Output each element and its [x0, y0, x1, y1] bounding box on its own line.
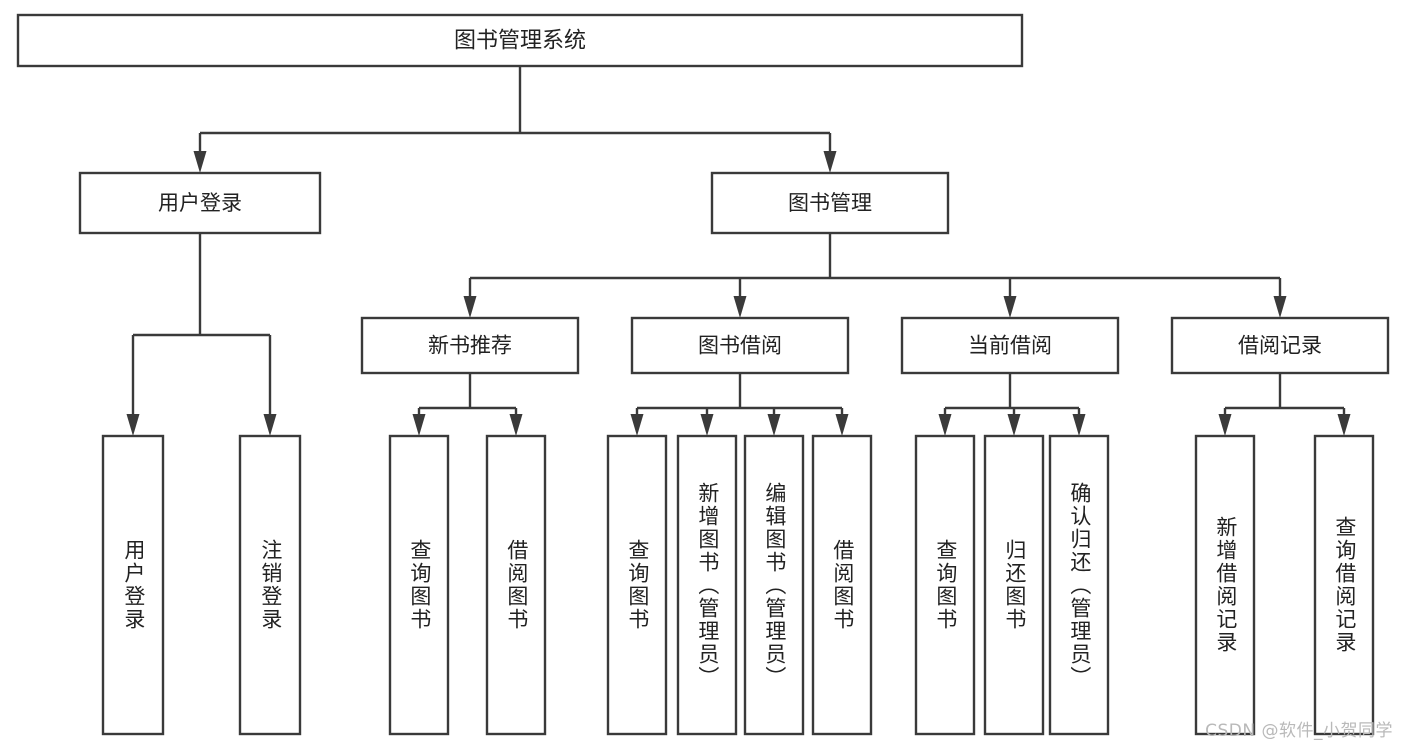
connector-borrow-record [1218, 373, 1351, 436]
node-box-leaf-borrow-book-1[interactable] [485, 434, 547, 736]
connector-arrowhead [1218, 414, 1232, 436]
connector-arrowhead [835, 414, 849, 436]
node-box-book-borrow[interactable] [630, 316, 850, 375]
node-label-book-management: 图书管理 [788, 191, 872, 215]
connector-arrowhead [126, 414, 140, 436]
node-box-leaf-query-book-1[interactable] [388, 434, 450, 736]
connector-arrowhead [1007, 414, 1021, 436]
connector-arrowhead [509, 414, 523, 436]
connector-arrowhead [938, 414, 952, 436]
node-box-leaf-confirm-return-admin[interactable] [1048, 434, 1110, 736]
connector-arrowhead [630, 414, 644, 436]
connector-arrowhead [1273, 296, 1287, 318]
connector-arrowhead [193, 151, 207, 173]
node-box-book-management[interactable] [710, 171, 950, 235]
node-box-leaf-add-book-admin[interactable] [676, 434, 738, 736]
connector-user-login [126, 233, 277, 436]
node-label-root: 图书管理系统 [454, 29, 586, 54]
node-label-user-login: 用户登录 [158, 191, 242, 215]
connector-new-book-recommend [412, 373, 523, 436]
node-box-leaf-add-borrow-record[interactable] [1194, 434, 1256, 736]
node-box-borrow-record[interactable] [1170, 316, 1390, 375]
node-label-borrow-record: 借阅记录 [1238, 334, 1322, 358]
connector-arrowhead [412, 414, 426, 436]
connector-arrowhead [733, 296, 747, 318]
node-box-leaf-return-book[interactable] [983, 434, 1045, 736]
node-box-leaf-query-book-2[interactable] [606, 434, 668, 736]
node-box-user-login[interactable] [78, 171, 322, 235]
connector-arrowhead [767, 414, 781, 436]
connector-book-management [463, 233, 1287, 318]
connector-book-borrow [630, 373, 849, 436]
node-box-root[interactable] [16, 13, 1024, 68]
node-boxes-layer [16, 13, 1390, 736]
connector-root [193, 66, 837, 173]
csdn-watermark: CSDN @软件_小贺同学 [1205, 721, 1393, 741]
node-box-new-book-recommend[interactable] [360, 316, 580, 375]
node-label-book-borrow: 图书借阅 [698, 334, 782, 358]
node-box-leaf-borrow-book-2[interactable] [811, 434, 873, 736]
connector-arrowhead [1003, 296, 1017, 318]
connector-current-borrow [938, 373, 1086, 436]
node-box-leaf-query-book-3[interactable] [914, 434, 976, 736]
node-box-leaf-edit-book-admin[interactable] [743, 434, 805, 736]
connector-arrowhead [1337, 414, 1351, 436]
node-box-leaf-user-login[interactable] [101, 434, 165, 736]
connector-arrowhead [1072, 414, 1086, 436]
connector-arrowhead [823, 151, 837, 173]
node-label-new-book-recommend: 新书推荐 [428, 334, 512, 358]
connector-arrowhead [700, 414, 714, 436]
connector-arrowhead [263, 414, 277, 436]
connectors-layer [126, 66, 1351, 436]
node-label-current-borrow: 当前借阅 [968, 334, 1052, 358]
connector-arrowhead [463, 296, 477, 318]
node-box-leaf-logout-login[interactable] [238, 434, 302, 736]
node-box-current-borrow[interactable] [900, 316, 1120, 375]
node-box-leaf-query-borrow-record[interactable] [1313, 434, 1375, 736]
